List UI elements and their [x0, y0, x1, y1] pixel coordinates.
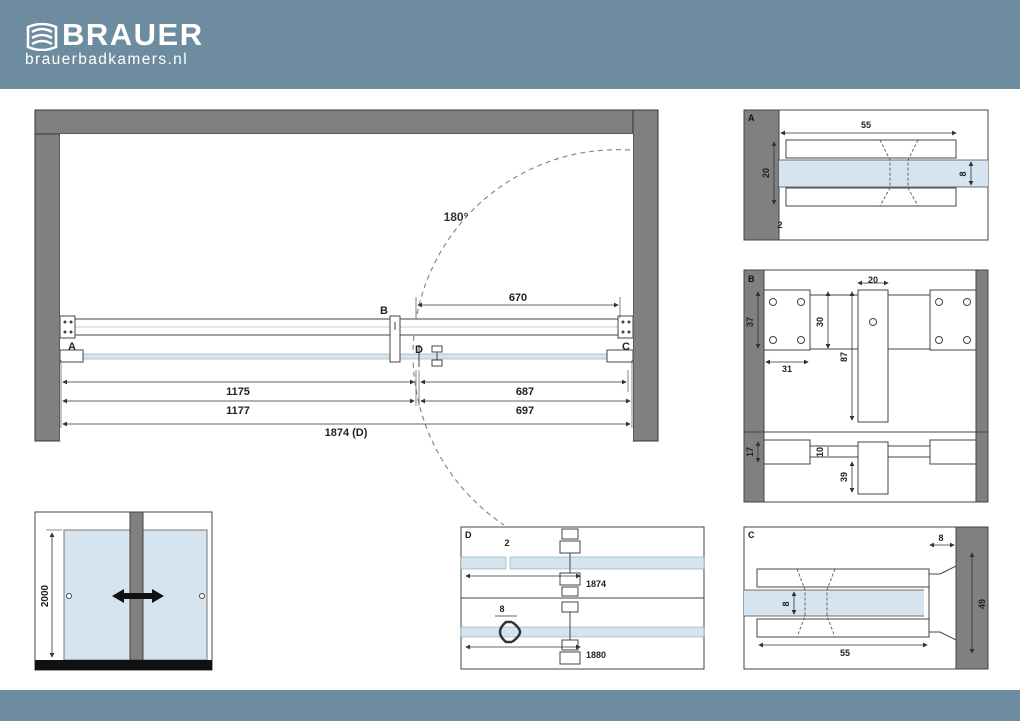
- bracket-right: [617, 315, 634, 339]
- point-label-b: B: [380, 305, 388, 317]
- dim-687: 687: [516, 386, 534, 398]
- detail-b-dim-87: 87: [839, 352, 849, 362]
- plan-wall-top: [34, 109, 659, 135]
- point-label-d: D: [415, 344, 423, 356]
- dim-1175: 1175: [226, 386, 250, 398]
- detail-b-wall-right: [975, 269, 989, 503]
- brand-url: brauerbadkamers.nl: [25, 51, 189, 68]
- detail-a-dim-20: 20: [761, 168, 771, 178]
- plan-view: 180° B A D C 670 1175 687 1177 697 1874 …: [34, 109, 659, 526]
- detail-b-label: B: [748, 274, 755, 284]
- dim-1874: 1874 (D): [325, 427, 368, 439]
- bracket-left: [59, 315, 76, 339]
- brand-name: BRAUER: [62, 17, 204, 52]
- slide-arrow-icon: [112, 589, 164, 603]
- detail-d: D 2 1874 8 1880: [460, 526, 705, 670]
- detail-d-label: D: [465, 530, 472, 540]
- detail-a-dim-55: 55: [861, 120, 871, 130]
- detail-c-dim-8-top: 8: [938, 533, 943, 543]
- detail-d-dim-2: 2: [504, 538, 509, 548]
- detail-b-dim-37: 37: [745, 317, 755, 327]
- detail-a-label: A: [748, 113, 755, 123]
- detail-b-dim-39: 39: [839, 472, 849, 482]
- angle-label: 180°: [444, 210, 469, 224]
- detail-c-dim-8-side: 8: [781, 601, 791, 606]
- detail-b-dim-17: 17: [745, 447, 755, 457]
- detail-c-label: C: [748, 530, 755, 540]
- front-height-label: 2000: [40, 584, 51, 607]
- glass-panel: [74, 353, 621, 360]
- detail-b-wall-left: [743, 269, 765, 503]
- detail-c: C 8 49 8 55: [743, 526, 989, 670]
- detail-c-dim-55: 55: [840, 648, 850, 658]
- detail-a: A 55 20 8 2: [743, 109, 989, 241]
- detail-c-dim-49: 49: [977, 599, 987, 609]
- detail-d-dim-1874: 1874: [586, 579, 606, 589]
- point-label-a: A: [68, 341, 76, 353]
- handle-d: [431, 345, 443, 353]
- detail-b-dim-31: 31: [782, 364, 792, 374]
- brauer-logo-icon: [26, 23, 58, 51]
- detail-b-dim-10: 10: [815, 447, 825, 457]
- front-view: 2000: [34, 511, 213, 671]
- header-bar: BRAUER brauerbadkamers.nl: [0, 0, 1020, 89]
- swing-arc: [412, 149, 631, 526]
- profile-a: [59, 349, 84, 363]
- detail-d-dim-1880: 1880: [586, 650, 606, 660]
- detail-b-carriage: [857, 289, 889, 423]
- footer-bar: [0, 690, 1020, 721]
- detail-b-dim-30: 30: [815, 317, 825, 327]
- dim-670: 670: [509, 292, 527, 304]
- plan-wall-left: [34, 109, 61, 442]
- carriage-b: [389, 315, 401, 363]
- front-post: [129, 511, 144, 661]
- profile-c: [606, 349, 634, 363]
- dim-697: 697: [516, 405, 534, 417]
- detail-b: B 20 37 30 87 31 17 10 39: [743, 269, 989, 503]
- plan-wall-right: [632, 109, 659, 442]
- detail-d-seal: [498, 620, 522, 644]
- detail-a-dim-2: 2: [777, 220, 782, 230]
- front-floor: [35, 660, 212, 670]
- detail-b-dim-20: 20: [868, 275, 878, 285]
- detail-a-dim-8: 8: [958, 171, 968, 176]
- detail-d-dim-8: 8: [499, 604, 504, 614]
- point-label-c: C: [622, 341, 630, 353]
- dim-1177: 1177: [226, 405, 250, 417]
